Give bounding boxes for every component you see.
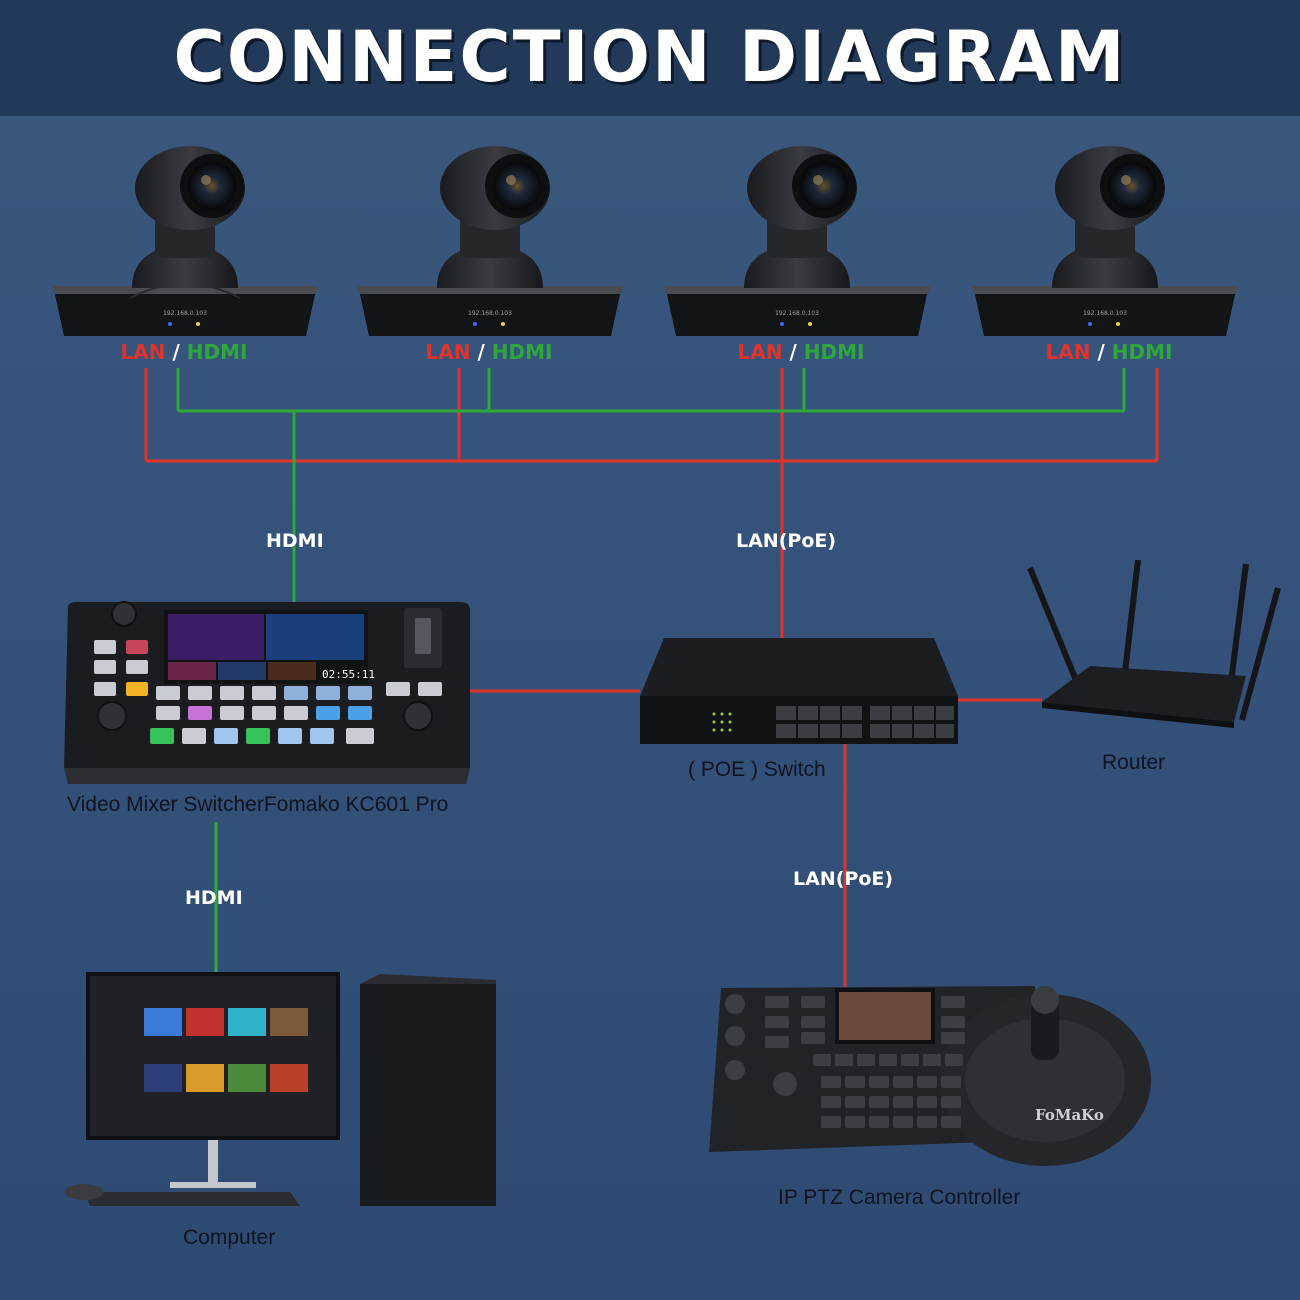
svg-text:192.168.0.103: 192.168.0.103 bbox=[468, 310, 512, 317]
separator: / bbox=[477, 340, 485, 364]
hdmi-computer-connection-label: HDMI bbox=[185, 887, 243, 909]
ptz-camera-4: 192.168.0.103 bbox=[970, 138, 1240, 343]
router-label: Router bbox=[1102, 751, 1166, 774]
svg-text:192.168.0.103: 192.168.0.103 bbox=[775, 310, 819, 317]
lan-label: LAN bbox=[737, 340, 783, 364]
hdmi-connection-label: HDMI bbox=[266, 530, 324, 552]
computer bbox=[60, 970, 500, 1215]
hdmi-label: HDMI bbox=[1111, 340, 1173, 364]
separator: / bbox=[1097, 340, 1105, 364]
svg-text:02:55:11: 02:55:11 bbox=[322, 668, 375, 681]
camera-1-port-label: LAN / HDMI bbox=[50, 340, 318, 364]
lan-label: LAN bbox=[425, 340, 471, 364]
separator: / bbox=[789, 340, 797, 364]
switch-label: ( POE ) Switch bbox=[688, 758, 826, 781]
computer-label: Computer bbox=[183, 1226, 276, 1249]
svg-text:192.168.0.103: 192.168.0.103 bbox=[1083, 310, 1127, 317]
router bbox=[1020, 559, 1285, 730]
camera-3-port-label: LAN / HDMI bbox=[667, 340, 935, 364]
svg-text:192.168.0.103: 192.168.0.103 bbox=[163, 310, 207, 317]
camera-4-port-label: LAN / HDMI bbox=[975, 340, 1243, 364]
ptz-controller: FoMaKo bbox=[705, 980, 1155, 1170]
lan-label: LAN bbox=[120, 340, 166, 364]
controller-label: IP PTZ Camera Controller bbox=[778, 1186, 1021, 1209]
hdmi-label: HDMI bbox=[491, 340, 553, 364]
hdmi-label: HDMI bbox=[186, 340, 248, 364]
lan-poe-connection-label: LAN(PoE) bbox=[736, 530, 837, 552]
lan-poe-controller-connection-label: LAN(PoE) bbox=[793, 868, 894, 890]
camera-2-port-label: LAN / HDMI bbox=[355, 340, 623, 364]
mixer-label: Video Mixer SwitcherFomako KC601 Pro bbox=[67, 793, 449, 816]
hdmi-label: HDMI bbox=[803, 340, 865, 364]
lan-label: LAN bbox=[1045, 340, 1091, 364]
title-bar: CONNECTION DIAGRAM bbox=[0, 0, 1300, 116]
ptz-camera-1: 192.168.0.103 bbox=[50, 138, 320, 343]
video-mixer: 02:55:11 bbox=[60, 600, 475, 788]
separator: / bbox=[172, 340, 180, 364]
svg-text:FoMaKo: FoMaKo bbox=[1035, 1106, 1104, 1124]
poe-switch bbox=[636, 636, 961, 748]
ptz-camera-2: 192.168.0.103 bbox=[355, 138, 625, 343]
ptz-camera-3: 192.168.0.103 bbox=[662, 138, 932, 343]
page-title: CONNECTION DIAGRAM bbox=[173, 16, 1127, 98]
